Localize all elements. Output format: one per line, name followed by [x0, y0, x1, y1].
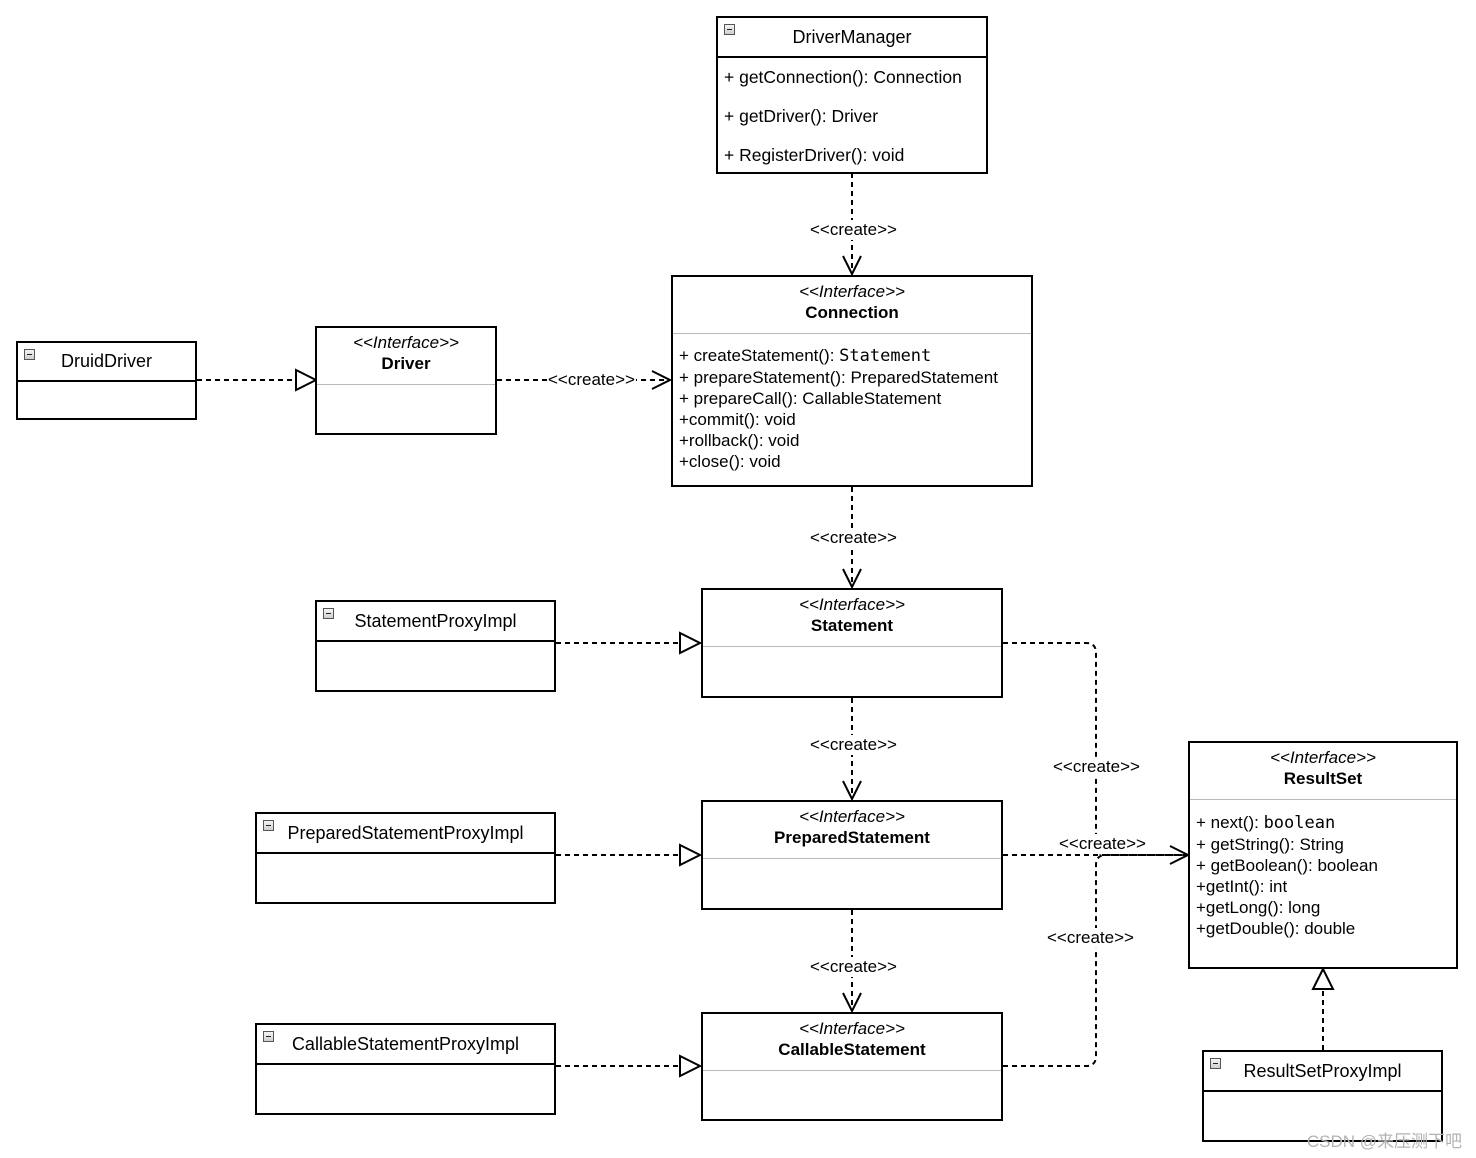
- class-preparedstatementproxyimpl[interactable]: PreparedStatementProxyImpl: [255, 812, 556, 904]
- create-label: <<create>>: [809, 528, 898, 548]
- collapse-icon[interactable]: [263, 820, 274, 831]
- method: +getDouble(): double: [1196, 919, 1356, 938]
- class-header: DruidDriver: [18, 343, 195, 382]
- collapse-icon[interactable]: [24, 349, 35, 360]
- create-label: <<create>>: [809, 735, 898, 755]
- interface-header: <<Interface>> CallableStatement: [703, 1014, 1001, 1071]
- interface-header: <<Interface>> Statement: [703, 590, 1001, 647]
- interface-name: CallableStatement: [778, 1040, 926, 1059]
- method: + getString(): String: [1196, 835, 1344, 854]
- triangle-driver: [295, 368, 319, 392]
- collapse-icon[interactable]: [1210, 1058, 1221, 1069]
- create-label: <<create>>: [809, 220, 898, 240]
- class-header: StatementProxyImpl: [317, 602, 554, 642]
- interface-resultset[interactable]: <<Interface>> ResultSet + next(): boolea…: [1188, 741, 1458, 969]
- method: +getInt(): int: [1196, 877, 1288, 896]
- stereotype-label: <<Interface>>: [353, 333, 459, 352]
- class-name: CallableStatementProxyImpl: [291, 1033, 520, 1054]
- method: + getDriver(): Driver: [724, 106, 879, 126]
- create-edge-callablestatement-resultset: [1003, 854, 1188, 1067]
- arrowhead-statement-top: [842, 568, 862, 590]
- collapse-icon[interactable]: [724, 24, 735, 35]
- stereotype-label: <<Interface>>: [799, 1019, 905, 1038]
- interface-preparedstatement[interactable]: <<Interface>> PreparedStatement: [701, 800, 1003, 910]
- interface-name: Statement: [810, 616, 894, 635]
- interface-name: Driver: [381, 354, 431, 373]
- method-list: + createStatement(): Statement + prepare…: [673, 334, 1031, 472]
- method: + createStatement(): Statement: [679, 346, 932, 366]
- class-druiddriver[interactable]: DruidDriver: [16, 341, 197, 420]
- create-label: <<create>>: [547, 370, 636, 390]
- class-name: ResultSetProxyImpl: [1243, 1060, 1402, 1081]
- class-header: DriverManager: [718, 18, 986, 58]
- stereotype-label: <<Interface>>: [799, 282, 905, 301]
- class-callablestatementproxyimpl[interactable]: CallableStatementProxyImpl: [255, 1023, 556, 1115]
- class-header: PreparedStatementProxyImpl: [257, 814, 554, 854]
- interface-name: PreparedStatement: [774, 828, 930, 847]
- arrowhead-callable-top: [842, 992, 862, 1014]
- arrowhead-connection-top: [842, 255, 862, 277]
- class-header: ResultSetProxyImpl: [1204, 1052, 1441, 1092]
- interface-driver[interactable]: <<Interface>> Driver: [315, 326, 497, 435]
- interface-header: <<Interface>> ResultSet: [1190, 743, 1456, 800]
- method: +rollback(): void: [679, 431, 800, 450]
- interface-statement[interactable]: <<Interface>> Statement: [701, 588, 1003, 698]
- method: + getConnection(): Connection: [724, 67, 962, 87]
- method-list: + next(): boolean + getString(): String …: [1190, 800, 1456, 939]
- arrowhead-prepared-top: [842, 780, 862, 802]
- interface-name: ResultSet: [1283, 769, 1363, 788]
- class-statementproxyimpl[interactable]: StatementProxyImpl: [315, 600, 556, 692]
- method: + prepareStatement(): PreparedStatement: [679, 368, 998, 387]
- create-label: <<create>>: [1052, 757, 1141, 777]
- create-edge-statement-resultset: [1003, 642, 1188, 856]
- method: +getLong(): long: [1196, 898, 1321, 917]
- create-label: <<create>>: [1058, 834, 1147, 854]
- create-label: <<create>>: [809, 957, 898, 977]
- class-drivermanager[interactable]: DriverManager + getConnection(): Connect…: [716, 16, 988, 174]
- method: + getBoolean(): boolean: [1196, 856, 1378, 875]
- triangle-statement: [679, 631, 703, 655]
- triangle-callable: [679, 1054, 703, 1078]
- stereotype-label: <<Interface>>: [799, 595, 905, 614]
- watermark: CSDN @来压测下吧: [1306, 1132, 1462, 1151]
- class-header: CallableStatementProxyImpl: [257, 1025, 554, 1065]
- arrowhead-connection-left: [651, 370, 673, 390]
- triangle-resultset: [1311, 966, 1335, 990]
- collapse-icon[interactable]: [323, 608, 334, 619]
- class-name: PreparedStatementProxyImpl: [287, 822, 524, 843]
- class-name: DruidDriver: [60, 351, 152, 371]
- stereotype-label: <<Interface>>: [1270, 748, 1376, 767]
- class-resultsetproxyimpl[interactable]: ResultSetProxyImpl: [1202, 1050, 1443, 1142]
- interface-header: <<Interface>> Connection: [673, 277, 1031, 334]
- method: + next(): boolean: [1196, 813, 1336, 833]
- method: + prepareCall(): CallableStatement: [679, 389, 942, 408]
- interface-callablestatement[interactable]: <<Interface>> CallableStatement: [701, 1012, 1003, 1121]
- class-name: StatementProxyImpl: [354, 610, 517, 631]
- interface-name: Connection: [805, 303, 899, 322]
- method: + RegisterDriver(): void: [724, 145, 905, 165]
- method-list: + getConnection(): Connection + getDrive…: [718, 58, 986, 175]
- stereotype-label: <<Interface>>: [799, 807, 905, 826]
- collapse-icon[interactable]: [263, 1031, 274, 1042]
- create-label: <<create>>: [1046, 928, 1135, 948]
- method: +close(): void: [679, 452, 781, 471]
- class-name: DriverManager: [792, 26, 912, 47]
- method: +commit(): void: [679, 410, 796, 429]
- interface-header: <<Interface>> PreparedStatement: [703, 802, 1001, 859]
- triangle-prepared: [679, 843, 703, 867]
- interface-connection[interactable]: <<Interface>> Connection + createStateme…: [671, 275, 1033, 487]
- interface-header: <<Interface>> Driver: [317, 328, 495, 385]
